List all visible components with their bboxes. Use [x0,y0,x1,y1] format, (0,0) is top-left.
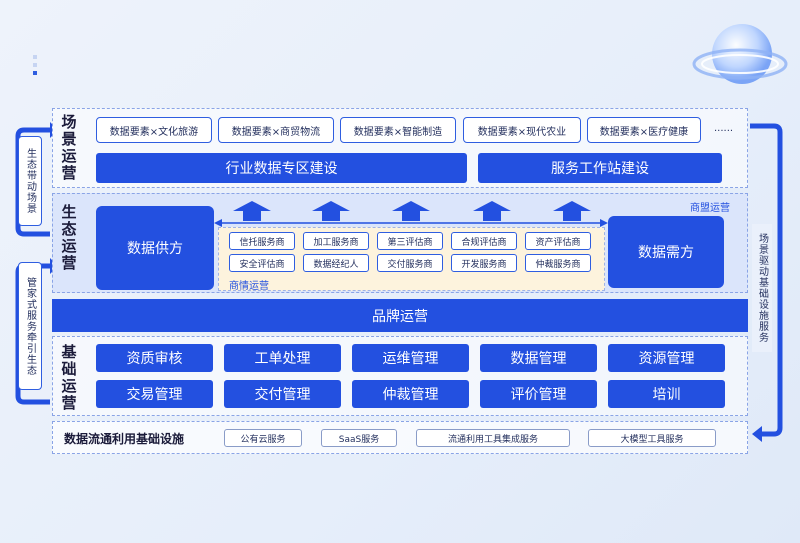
base-operation-label: 基础运营 [61,343,77,412]
side-label-eco-drives-scene: 生态带动场景 [18,136,42,226]
service-saas: SaaS服务 [321,429,397,447]
pill-delivery-service: 交付服务商 [377,254,443,272]
scene-chip-culture-tourism: 数据要素×文化旅游 [96,117,212,143]
scene-ellipsis: ...... [714,123,734,134]
page-indicator-dots [33,55,37,79]
service-station-bar: 服务工作站建设 [478,153,722,183]
pill-processing-service: 加工服务商 [303,232,369,250]
arbitration-management: 仲裁管理 [352,380,469,408]
up-arrow-icon [233,201,271,221]
ops-management: 运维管理 [352,344,469,372]
side-label-scene-drives-infra: 场景驱动基础设施服务 [752,224,772,352]
resource-management: 资源管理 [608,344,725,372]
evaluation-management: 评价管理 [480,380,597,408]
infrastructure-label: 数据流通利用基础设施 [64,432,185,446]
alliance-operation-label: 商盟运营 [690,203,730,214]
scene-chip-commerce-logistics: 数据要素×商贸物流 [218,117,334,143]
merchant-operation-label: 商情运营 [229,281,269,292]
scene-chip-smart-manufacturing: 数据要素×智能制造 [340,117,456,143]
pill-asset-evaluation: 资产评估商 [525,232,591,250]
side-label-butler-service: 管家式服务牵引生态 [18,262,42,390]
service-large-model-tools: 大模型工具服务 [588,429,716,447]
scene-chip-healthcare: 数据要素×医疗健康 [587,117,701,143]
pill-security-evaluation: 安全评估商 [229,254,295,272]
pill-compliance-evaluation: 合规评估商 [451,232,517,250]
industry-data-zone-bar: 行业数据专区建设 [96,153,467,183]
data-supplier-box: 数据供方 [96,206,214,290]
qualification-review: 资质审核 [96,344,213,372]
double-arrow-line-icon [214,219,608,227]
data-demander-box: 数据需方 [608,216,724,288]
up-arrow-icon [553,201,591,221]
ticket-processing: 工单处理 [224,344,341,372]
service-public-cloud: 公有云服务 [224,429,302,447]
brand-operation-bar: 品牌运营 [52,299,748,332]
planet-logo-icon [692,24,788,84]
pill-data-broker: 数据经纪人 [303,254,369,272]
scene-operation-label: 场景运营 [61,113,77,182]
pill-trust-service: 信托服务商 [229,232,295,250]
up-arrow-icon [392,201,430,221]
up-arrow-icon [473,201,511,221]
pill-development-service: 开发服务商 [451,254,517,272]
pill-arbitration-service: 仲裁服务商 [525,254,591,272]
training: 培训 [608,380,725,408]
scene-chip-modern-agriculture: 数据要素×现代农业 [463,117,581,143]
pill-third-party-evaluation: 第三评估商 [377,232,443,250]
service-circulation-tools: 流通利用工具集成服务 [416,429,570,447]
delivery-management: 交付管理 [224,380,341,408]
data-management: 数据管理 [480,344,597,372]
right-loop-arrow [750,123,783,442]
up-arrow-icon [312,201,350,221]
eco-operation-label: 生态运营 [61,203,77,272]
trade-management: 交易管理 [96,380,213,408]
